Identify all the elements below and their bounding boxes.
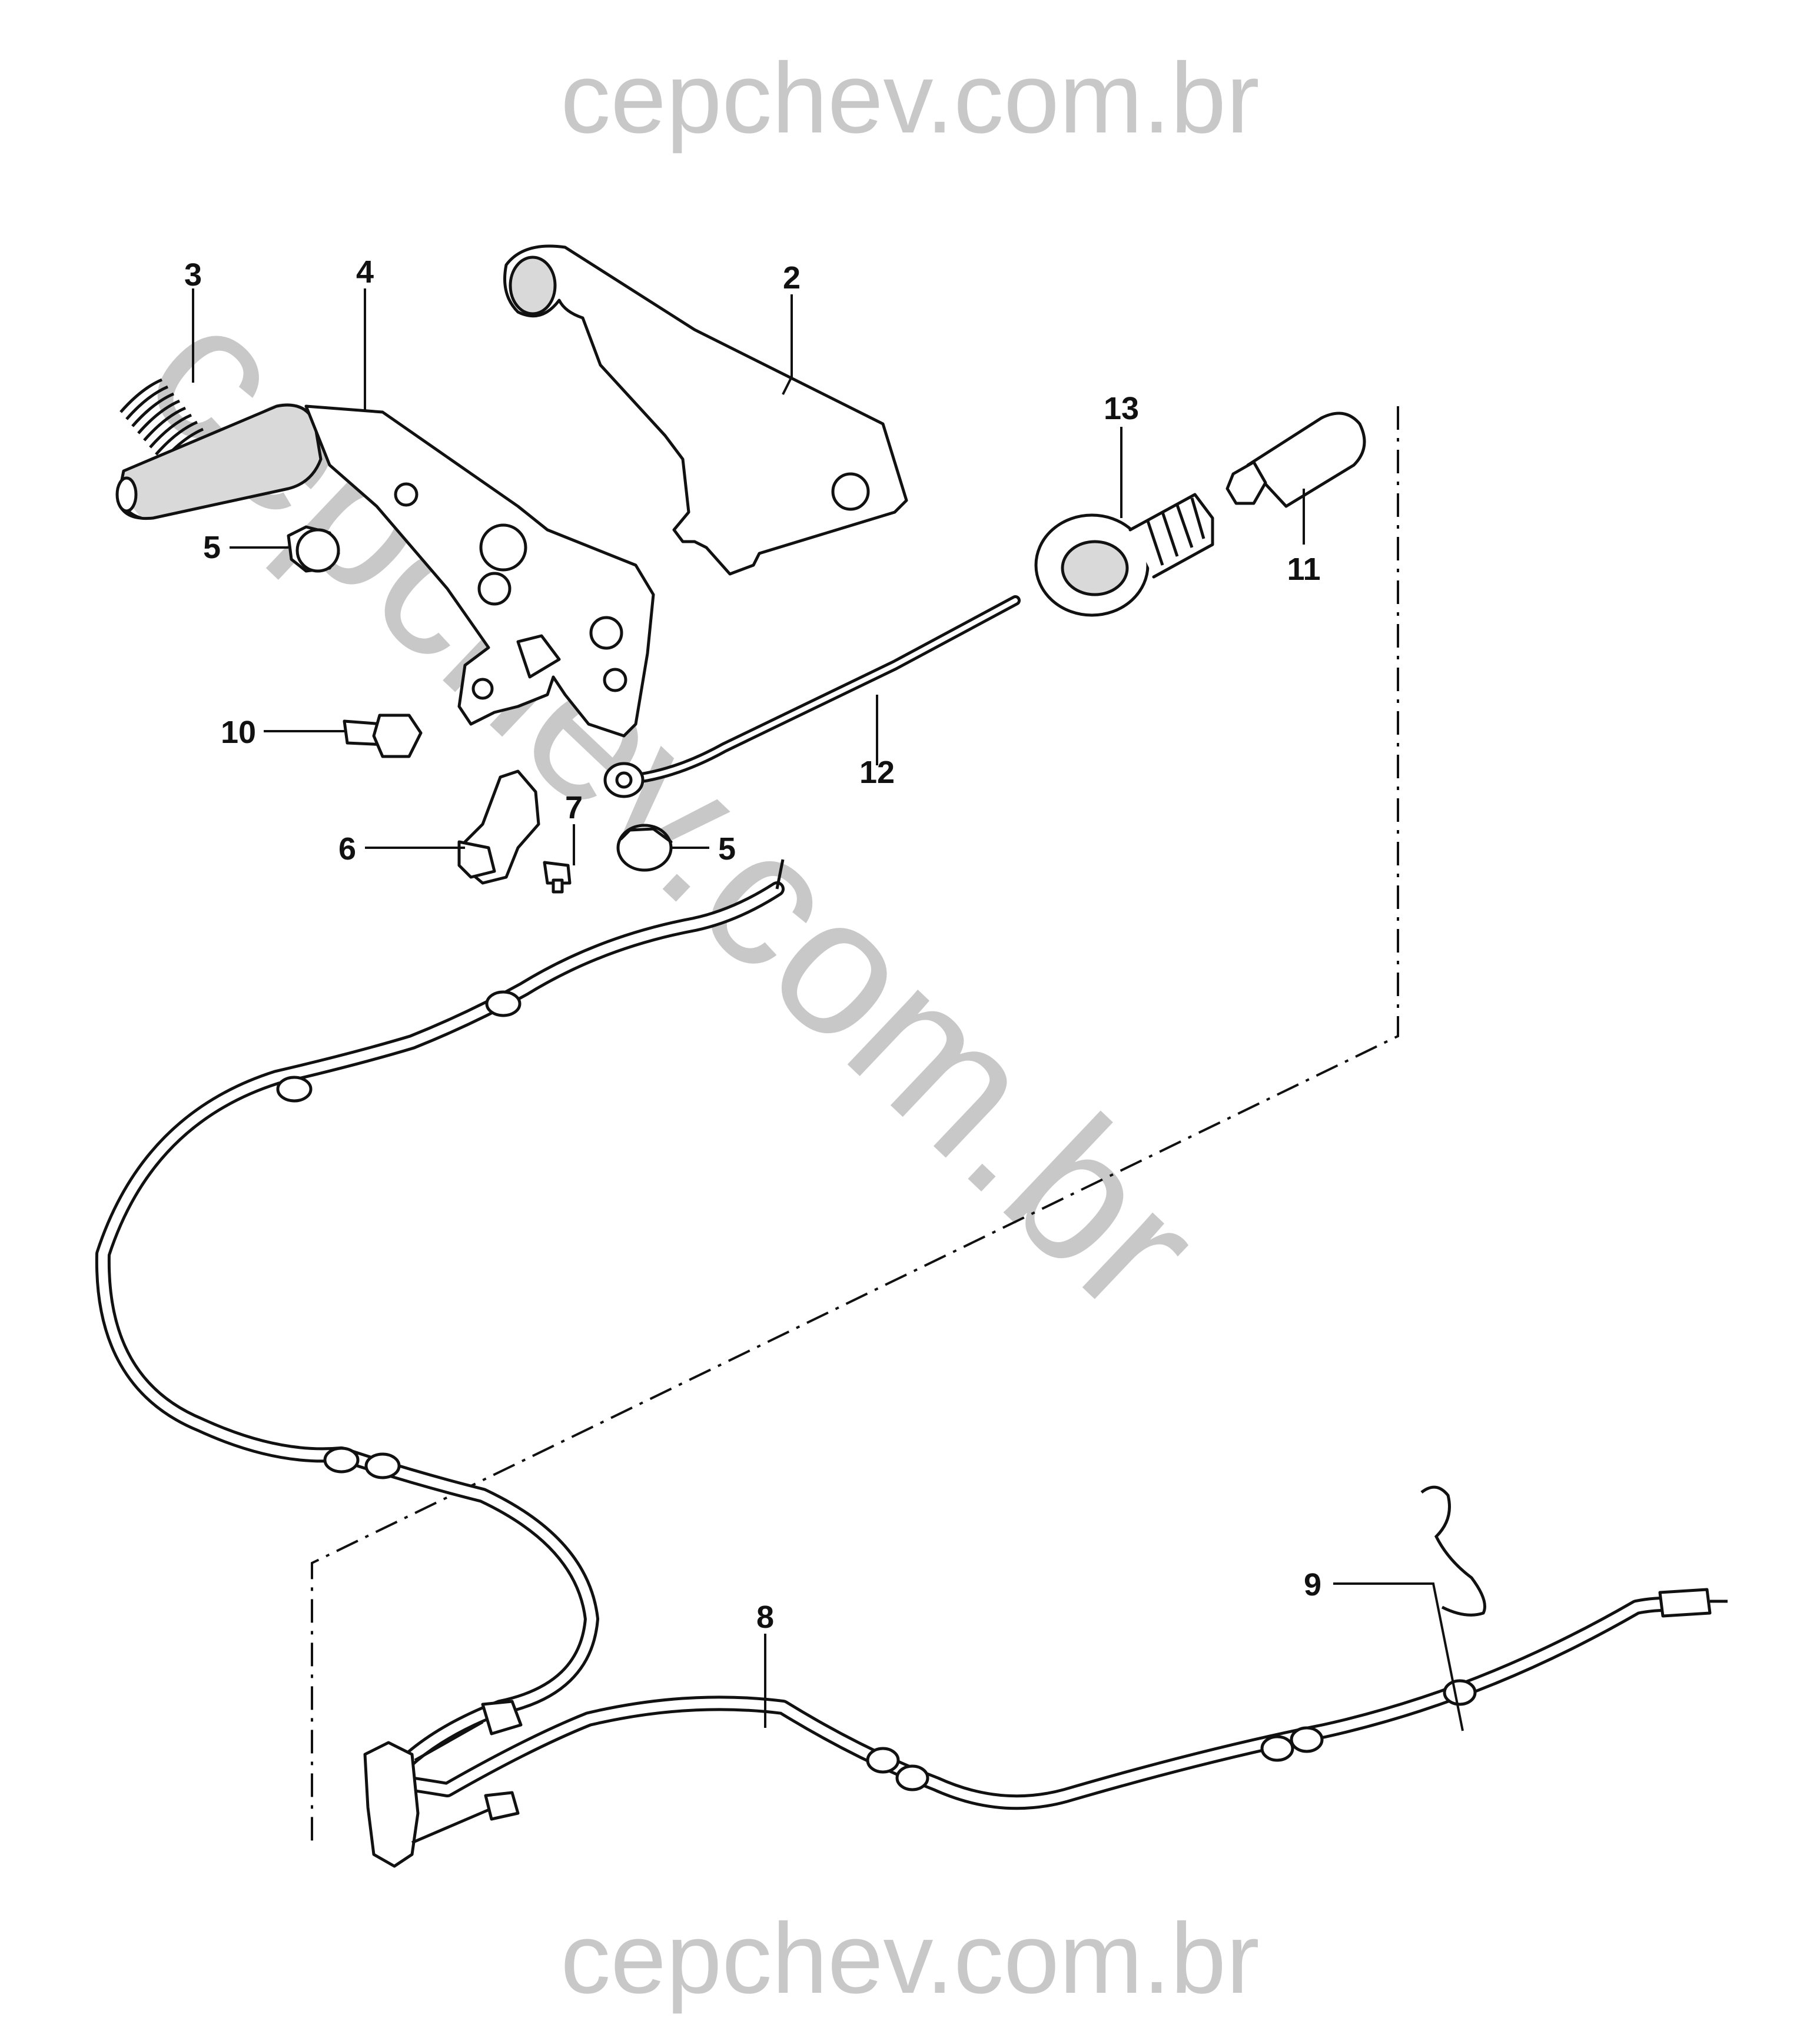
callout-7: 7 (565, 790, 583, 825)
callout-8: 8 (756, 1600, 774, 1635)
part-rod (603, 595, 1021, 798)
part-boot (1034, 493, 1214, 617)
watermark-bottom: cepchev.com.br (560, 1903, 1259, 2015)
part-switch (457, 769, 540, 885)
watermark-top: cepchev.com.br (560, 42, 1259, 154)
part-bolt (343, 714, 423, 758)
part-parking-brake-cable (95, 859, 1728, 1868)
part-pin (1225, 412, 1366, 508)
callout-9: 9 (1304, 1567, 1321, 1602)
part-screw (543, 861, 572, 894)
callout-2: 2 (783, 260, 801, 296)
part-clip (1420, 1485, 1486, 1617)
callout-10: 10 (221, 715, 256, 750)
leader-lines (192, 288, 1464, 1731)
part-hand-brake-lever (115, 403, 655, 738)
callout-6: 6 (338, 831, 356, 867)
part-cap-upper (287, 525, 340, 573)
callout-3: 3 (184, 257, 202, 293)
callout-5-lower: 5 (718, 831, 736, 867)
callout-4: 4 (356, 254, 374, 290)
callout-5-upper: 5 (203, 530, 221, 565)
callout-13: 13 (1104, 391, 1139, 426)
assembly-frame-dashdot (311, 406, 1399, 1843)
part-console-bracket (503, 244, 908, 576)
part-cap-lower (616, 824, 673, 872)
callout-11: 11 (1287, 552, 1320, 587)
callout-12: 12 (859, 755, 895, 790)
